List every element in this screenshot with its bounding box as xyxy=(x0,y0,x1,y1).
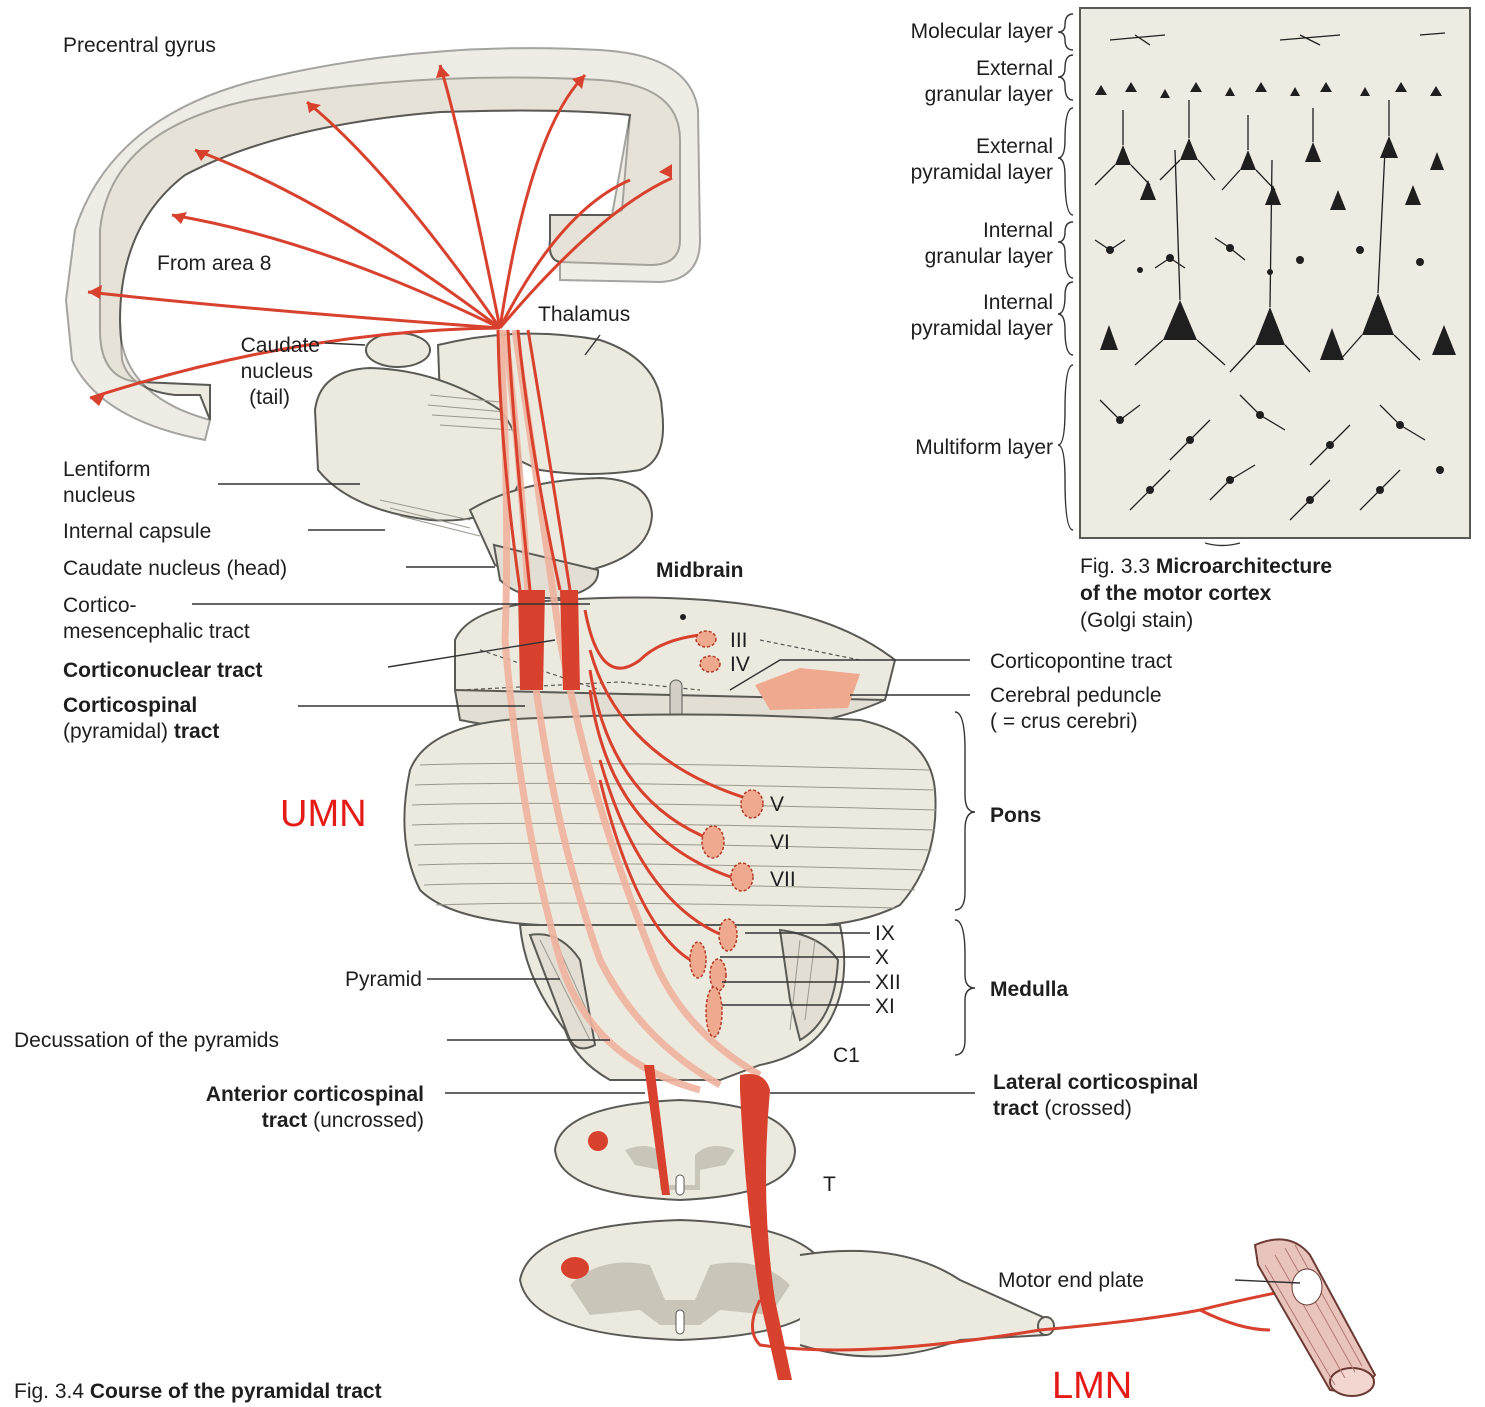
label-nerve-iii: III xyxy=(730,629,748,652)
label-caudate-tail-3: (tail) xyxy=(249,386,290,409)
label-lateral-cst-2: tract (crossed) xyxy=(993,1097,1132,1120)
label-cortico-mes-1: Cortico- xyxy=(63,594,137,617)
label-anterior-cst-1: Anterior corticospinal xyxy=(206,1083,424,1106)
label-anterior-cst-2: tract (uncrossed) xyxy=(262,1109,424,1132)
label-caudate-tail-2: nucleus xyxy=(241,360,313,383)
layer-ext-pyramidal-1: External xyxy=(976,135,1053,158)
label-corticonuclear: Corticonuclear tract xyxy=(63,659,263,682)
label-thalamus: Thalamus xyxy=(538,303,630,326)
label-nerve-v: V xyxy=(770,793,784,816)
label-nerve-vii: VII xyxy=(770,868,796,891)
layer-int-pyramidal-2: pyramidal layer xyxy=(911,317,1053,340)
caption-fig33-line1: Fig. 3.3 Microarchitecture xyxy=(1080,555,1332,578)
label-corticopontine: Corticopontine tract xyxy=(990,650,1172,673)
spinal-cord-lumbar xyxy=(520,1220,1054,1356)
label-precentral-gyrus: Precentral gyrus xyxy=(63,34,216,57)
layer-molecular: Molecular layer xyxy=(911,20,1053,43)
layer-int-granular-2: granular layer xyxy=(925,245,1053,268)
label-lmn: LMN xyxy=(1052,1365,1132,1407)
layer-int-granular-1: Internal xyxy=(983,219,1053,242)
layer-ext-granular-2: granular layer xyxy=(925,83,1053,106)
cortex-layer-labels: Molecular layer External granular layer … xyxy=(911,20,1053,459)
label-caudate-tail-1: Caudate xyxy=(241,334,320,357)
basal-ganglia xyxy=(315,333,663,598)
label-nerve-iv: IV xyxy=(730,653,750,676)
motor-cortex-panel xyxy=(1058,8,1470,546)
label-cerebral-peduncle-2: ( = crus cerebri) xyxy=(990,710,1138,733)
label-medulla: Medulla xyxy=(990,978,1068,1001)
label-from-area-8: From area 8 xyxy=(157,252,271,275)
label-motor-end-plate: Motor end plate xyxy=(998,1269,1144,1292)
label-pons: Pons xyxy=(990,804,1041,827)
layer-int-pyramidal-1: Internal xyxy=(983,291,1053,314)
label-level-c1: C1 xyxy=(833,1044,860,1067)
caption-fig33-line2: of the motor cortex xyxy=(1080,582,1272,605)
label-umn: UMN xyxy=(280,793,367,835)
label-lateral-cst-1: Lateral corticospinal xyxy=(993,1071,1198,1094)
label-nerve-x: X xyxy=(875,946,889,969)
muscle-fiber xyxy=(1255,1239,1375,1396)
label-internal-capsule: Internal capsule xyxy=(63,520,211,543)
label-midbrain: Midbrain xyxy=(656,559,744,582)
label-level-t: T xyxy=(823,1173,836,1196)
label-nerve-vi: VI xyxy=(770,831,790,854)
label-cerebral-peduncle-1: Cerebral peduncle xyxy=(990,684,1162,707)
layer-ext-granular-1: External xyxy=(976,57,1053,80)
label-corticospinal-1: Corticospinal xyxy=(63,694,197,717)
label-corticospinal-2: (pyramidal) tract xyxy=(63,720,219,743)
label-pyramid: Pyramid xyxy=(345,968,422,991)
label-nerve-xii: XII xyxy=(875,971,901,994)
label-decussation: Decussation of the pyramids xyxy=(14,1029,279,1052)
label-nerve-xi: XI xyxy=(875,995,895,1018)
label-lentiform-1: Lentiform xyxy=(63,458,151,481)
caption-fig34: Fig. 3.4 Course of the pyramidal tract xyxy=(14,1380,382,1403)
pons xyxy=(404,714,936,925)
label-cortico-mes-2: mesencephalic tract xyxy=(63,620,250,643)
layer-multiform: Multiform layer xyxy=(915,436,1053,459)
label-caudate-head: Caudate nucleus (head) xyxy=(63,557,287,580)
label-nerve-ix: IX xyxy=(875,922,895,945)
label-lentiform-2: nucleus xyxy=(63,484,135,507)
caption-fig33-line3: (Golgi stain) xyxy=(1080,609,1193,632)
layer-ext-pyramidal-2: pyramidal layer xyxy=(911,161,1053,184)
